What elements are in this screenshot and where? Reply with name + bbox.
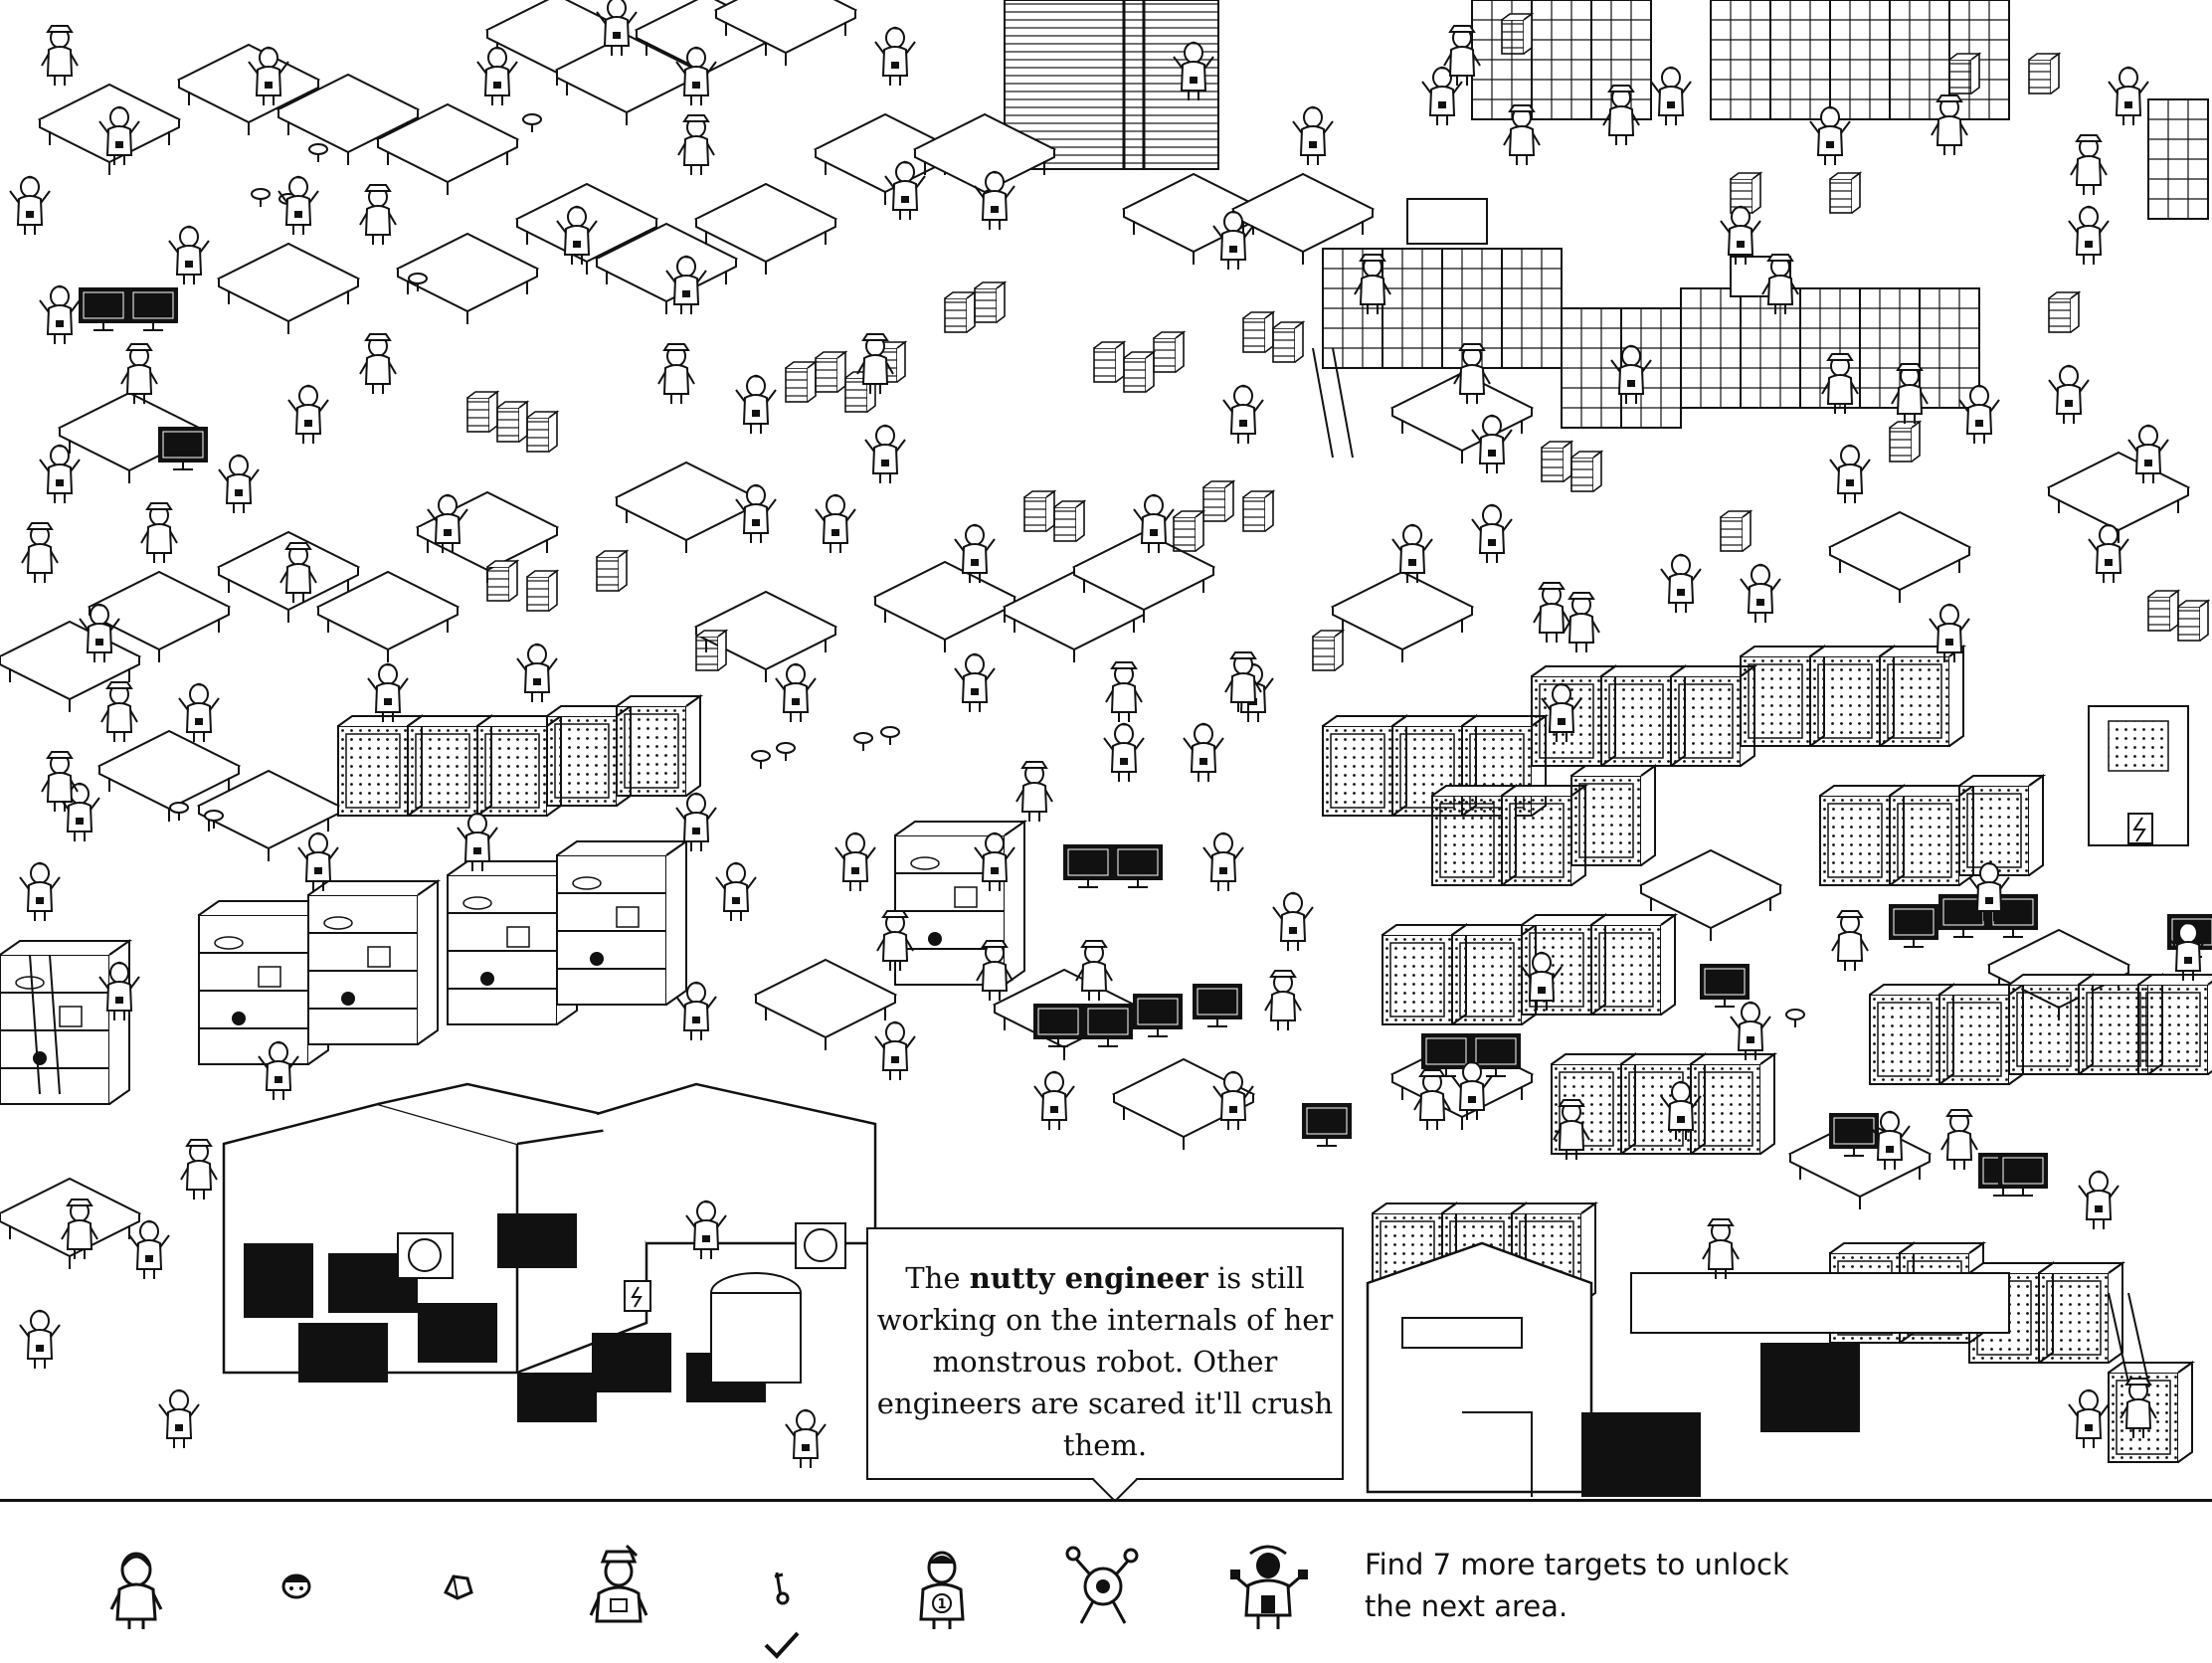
found-checkmark-icon bbox=[764, 1631, 800, 1659]
numbered-person-target-icon: 1 bbox=[919, 1551, 965, 1629]
scene-illustration[interactable] bbox=[0, 0, 2212, 1499]
person-target-icon bbox=[109, 1552, 163, 1629]
control-panel-machine bbox=[2088, 705, 2189, 846]
hat-person-target-icon bbox=[589, 1544, 648, 1623]
hint-target-name: nutty engineer bbox=[969, 1261, 1208, 1295]
target-tray: 1 Find 7 more t bbox=[0, 1499, 2212, 1662]
nutty-engineer-target-icon bbox=[1230, 1545, 1308, 1629]
target-slot-7[interactable] bbox=[1058, 1532, 1148, 1641]
robot-target-icon bbox=[1065, 1546, 1139, 1624]
hint-text-before: The bbox=[905, 1261, 970, 1295]
small-head-target-icon bbox=[281, 1573, 311, 1599]
control-room-block bbox=[1366, 1241, 2010, 1497]
target-slot-4[interactable] bbox=[574, 1532, 663, 1641]
hint-text-after: is still working on the internals of her… bbox=[876, 1261, 1334, 1462]
tiny-tool-target-icon bbox=[774, 1571, 790, 1605]
ladders bbox=[29, 347, 2149, 1384]
target-badge-number: 1 bbox=[937, 1597, 946, 1612]
target-slot-3[interactable] bbox=[413, 1532, 502, 1641]
remaining-targets-message: Find 7 more targets to unlock the next a… bbox=[1365, 1548, 1789, 1623]
robot-machine-block bbox=[222, 1082, 877, 1422]
shelving-units bbox=[0, 821, 1025, 1105]
target-slot-2[interactable] bbox=[252, 1532, 341, 1641]
small-object-target-icon bbox=[443, 1574, 473, 1600]
target-slot-8[interactable] bbox=[1223, 1532, 1313, 1641]
hint-bubble: The nutty engineer is still working on t… bbox=[866, 1227, 1344, 1503]
target-slot-5[interactable] bbox=[736, 1532, 826, 1659]
locker-wall-middle bbox=[1322, 198, 1980, 429]
target-slot-1[interactable] bbox=[92, 1532, 181, 1641]
target-slot-6[interactable]: 1 bbox=[897, 1532, 987, 1641]
